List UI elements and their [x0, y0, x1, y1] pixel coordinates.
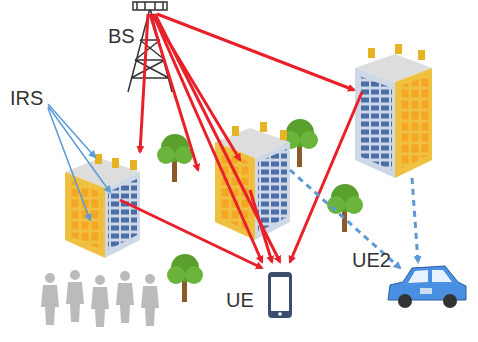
irs-building	[355, 44, 432, 178]
ue2-label: UE2	[352, 250, 391, 270]
ue-label: UE	[226, 290, 254, 310]
ue2-car	[388, 266, 466, 308]
irs-pointers	[48, 104, 110, 220]
bs-label: BS	[108, 26, 135, 46]
trees	[157, 119, 363, 302]
people	[41, 270, 159, 327]
irs-building	[65, 154, 140, 258]
ue-phone	[268, 272, 292, 318]
irs-label: IRS	[10, 88, 43, 108]
signal-arrows	[120, 14, 362, 268]
